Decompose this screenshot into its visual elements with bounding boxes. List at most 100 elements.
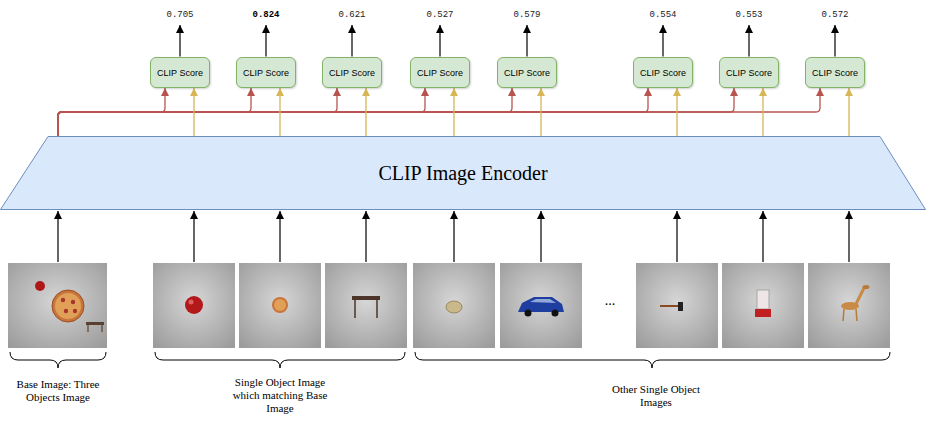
score-value: 0.572	[805, 10, 865, 21]
score-value: 0.527	[410, 10, 470, 21]
table-leg	[101, 325, 102, 332]
braces	[10, 352, 890, 368]
score-box-label: CLIP Score	[243, 68, 289, 78]
giraffe-head	[863, 285, 870, 289]
object-photo	[153, 263, 235, 348]
giraffe-leg	[856, 309, 857, 321]
axe-handle	[660, 305, 680, 307]
encoder-trapezoid: CLIP Image Encoder	[0, 136, 926, 210]
blender-jar	[757, 290, 769, 309]
score-arrow	[748, 25, 749, 57]
score-value: 0.554	[633, 10, 693, 21]
car	[518, 297, 564, 312]
object-embedding-connector	[848, 88, 849, 136]
image-arrow	[453, 211, 454, 262]
pepperoni	[71, 300, 75, 304]
encoder-label: CLIP Image Encoder	[378, 162, 547, 185]
image-arrow	[193, 211, 194, 262]
group-brace	[10, 352, 106, 368]
blender-base	[755, 309, 771, 317]
clip-score-box: CLIP Score	[150, 57, 210, 88]
image-arrow	[762, 211, 763, 262]
ellipsis-mark: ...	[590, 293, 630, 309]
score-arrow	[351, 25, 352, 57]
score-box-label: CLIP Score	[504, 68, 550, 78]
object-photo	[500, 263, 582, 348]
apple	[185, 296, 203, 314]
score-arrow	[179, 25, 180, 57]
pepperoni	[64, 309, 68, 313]
base-embedding-connector	[58, 88, 820, 136]
image-arrows	[58, 211, 849, 262]
clip-score-box: CLIP Score	[805, 57, 865, 88]
single-objects	[185, 285, 870, 321]
clip-score-box: CLIP Score	[719, 57, 779, 88]
encoder-outline	[1, 137, 926, 210]
score-value: 0.553	[719, 10, 779, 21]
object-photo	[722, 263, 804, 348]
score-value: 0.824	[236, 10, 296, 21]
object-photo	[239, 263, 321, 348]
image-arrow	[57, 211, 58, 262]
table-leg	[87, 325, 88, 332]
score-arrows	[180, 25, 835, 57]
score-arrow	[265, 25, 266, 57]
object-photo	[325, 263, 407, 348]
pizza-top	[274, 299, 286, 311]
score-arrow	[439, 25, 440, 57]
object-embedding-connector	[453, 88, 454, 136]
clip-score-box: CLIP Score	[322, 57, 382, 88]
car-window	[530, 299, 556, 303]
object-embedding-connector	[540, 88, 541, 136]
score-value: 0.579	[497, 10, 557, 21]
photo-frames	[8, 263, 890, 348]
object-embedding-connector	[193, 88, 194, 136]
score-value: 0.621	[322, 10, 382, 21]
object-photo	[636, 263, 718, 348]
image-arrow	[540, 211, 541, 262]
car-wheel	[552, 310, 559, 317]
pepperoni	[73, 309, 77, 313]
group-caption: Single Object Image which matching Base …	[223, 376, 337, 415]
group-brace	[415, 352, 890, 368]
table-leg	[354, 300, 356, 318]
score-box-label: CLIP Score	[417, 68, 463, 78]
object-embedding-connector	[762, 88, 763, 136]
clip-score-box: CLIP Score	[236, 57, 296, 88]
clip-score-box: CLIP Score	[633, 57, 693, 88]
group-caption: Base Image: Three Objects Image	[6, 378, 110, 404]
giraffe-neck	[856, 288, 864, 304]
object-embedding-connector	[676, 88, 677, 136]
score-box-label: CLIP Score	[157, 68, 203, 78]
score-box-label: CLIP Score	[329, 68, 375, 78]
score-arrow	[834, 25, 835, 57]
pepperoni	[61, 298, 65, 302]
object-embedding-connector	[279, 88, 280, 136]
image-arrow	[676, 211, 677, 262]
apple-shine	[189, 300, 194, 305]
base-photo	[8, 263, 107, 348]
score-box-label: CLIP Score	[726, 68, 772, 78]
group-caption: Other Single Object Images	[604, 383, 708, 409]
axe-head	[678, 302, 683, 311]
score-box-label: CLIP Score	[812, 68, 858, 78]
hat	[446, 301, 462, 313]
group-brace	[155, 352, 405, 368]
score-arrow	[526, 25, 527, 57]
score-value: 0.705	[150, 10, 210, 21]
clip-score-box: CLIP Score	[410, 57, 470, 88]
image-arrow	[279, 211, 280, 262]
object-photo	[413, 263, 495, 348]
table-leg	[376, 300, 378, 318]
image-arrow	[848, 211, 849, 262]
car-wheel	[525, 310, 532, 317]
score-arrow	[662, 25, 663, 57]
table	[86, 322, 104, 325]
table	[352, 296, 380, 300]
pizza	[272, 297, 288, 313]
object-photo	[808, 263, 890, 348]
clip-score-box: CLIP Score	[497, 57, 557, 88]
object-embedding-connector	[365, 88, 366, 136]
apple	[35, 281, 45, 291]
